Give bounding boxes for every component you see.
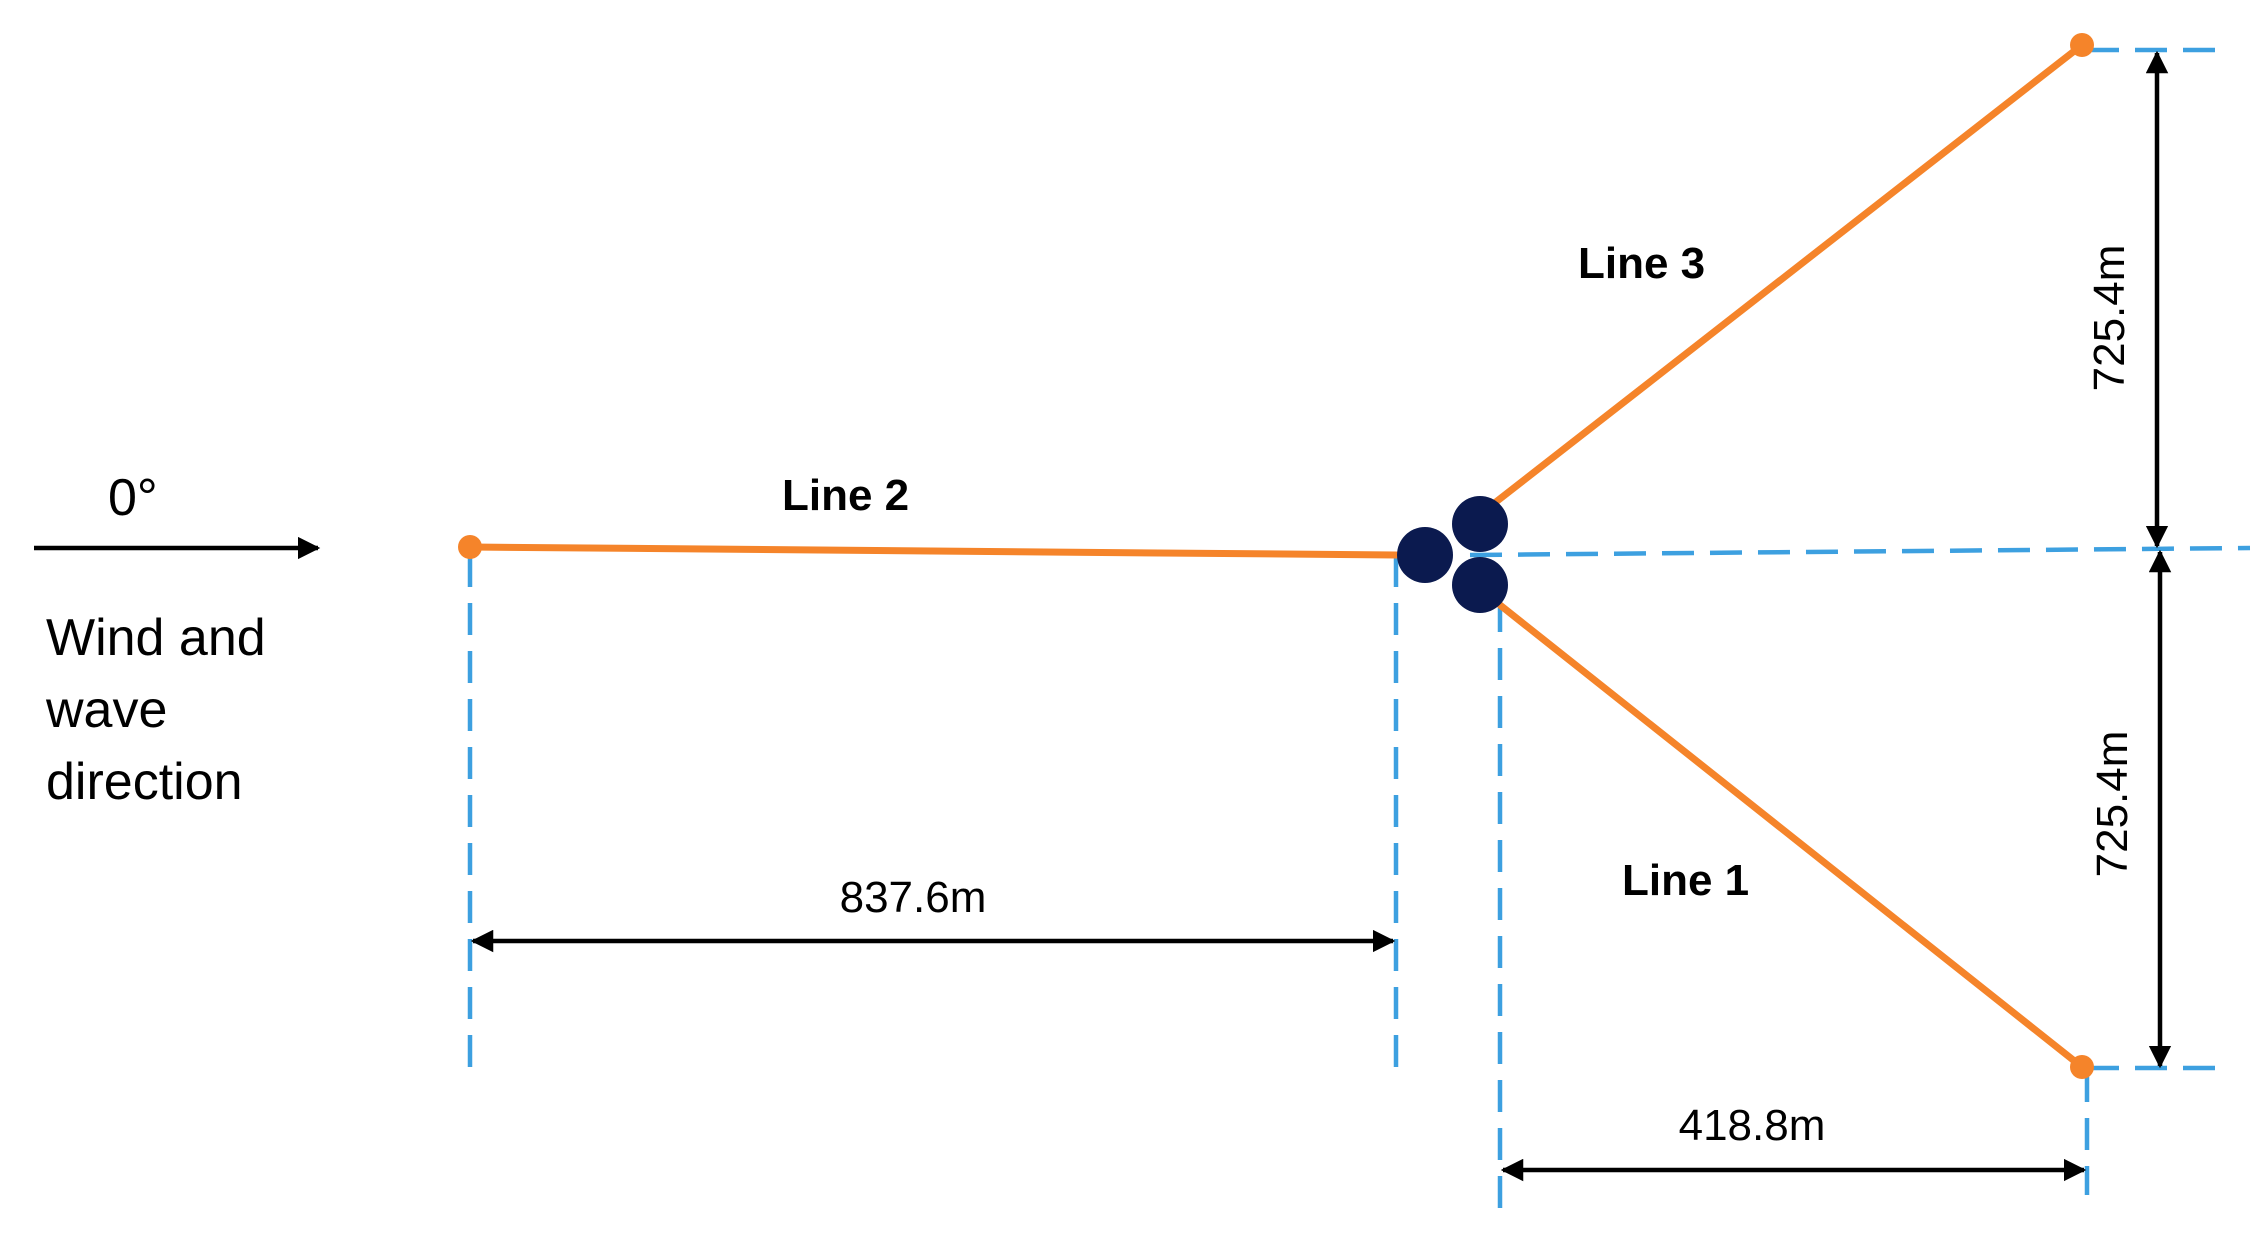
dim-label-line2-horizontal: 837.6m (840, 873, 987, 922)
platform-column-top (1452, 496, 1508, 552)
dim-label-line1-horizontal: 418.8m (1679, 1101, 1826, 1150)
dimension-arrows (470, 50, 2172, 1182)
floating-platform (1397, 496, 1508, 613)
dim-label-line3-vertical: 725.4m (2085, 245, 2134, 392)
anchor-line-1 (2070, 1055, 2094, 1079)
platform-column-left (1397, 527, 1453, 583)
mooring-lines (458, 33, 2094, 1079)
line-1-label: Line 1 (1622, 856, 1749, 905)
direction-caption-line-3: direction (46, 753, 243, 811)
line-3-label: Line 3 (1578, 239, 1705, 288)
guide-centre-horizontal (1469, 545, 2251, 558)
anchor-line-2 (458, 535, 482, 559)
platform-column-bottom (1452, 557, 1508, 613)
dim-label-line1-vertical: 725.4m (2088, 731, 2137, 878)
line-labels: Line 2 Line 3 Line 1 (782, 239, 1749, 905)
line-2 (466, 543, 1400, 559)
line-1 (1496, 601, 2086, 1071)
direction-angle-label: 0° (108, 469, 158, 527)
anchor-line-3 (2070, 33, 2094, 57)
guide-lines (467, 47, 2251, 1210)
direction-indicator: 0° Wind and wave direction (34, 469, 321, 811)
direction-caption-line-2: wave (45, 681, 167, 739)
direction-caption: Wind and wave direction (45, 609, 280, 811)
dimension-labels: 837.6m 418.8m 725.4m 725.4m (840, 245, 2137, 1150)
direction-caption-line-1: Wind and (46, 609, 266, 667)
line-2-label: Line 2 (782, 471, 909, 520)
line-3 (1488, 41, 2086, 509)
